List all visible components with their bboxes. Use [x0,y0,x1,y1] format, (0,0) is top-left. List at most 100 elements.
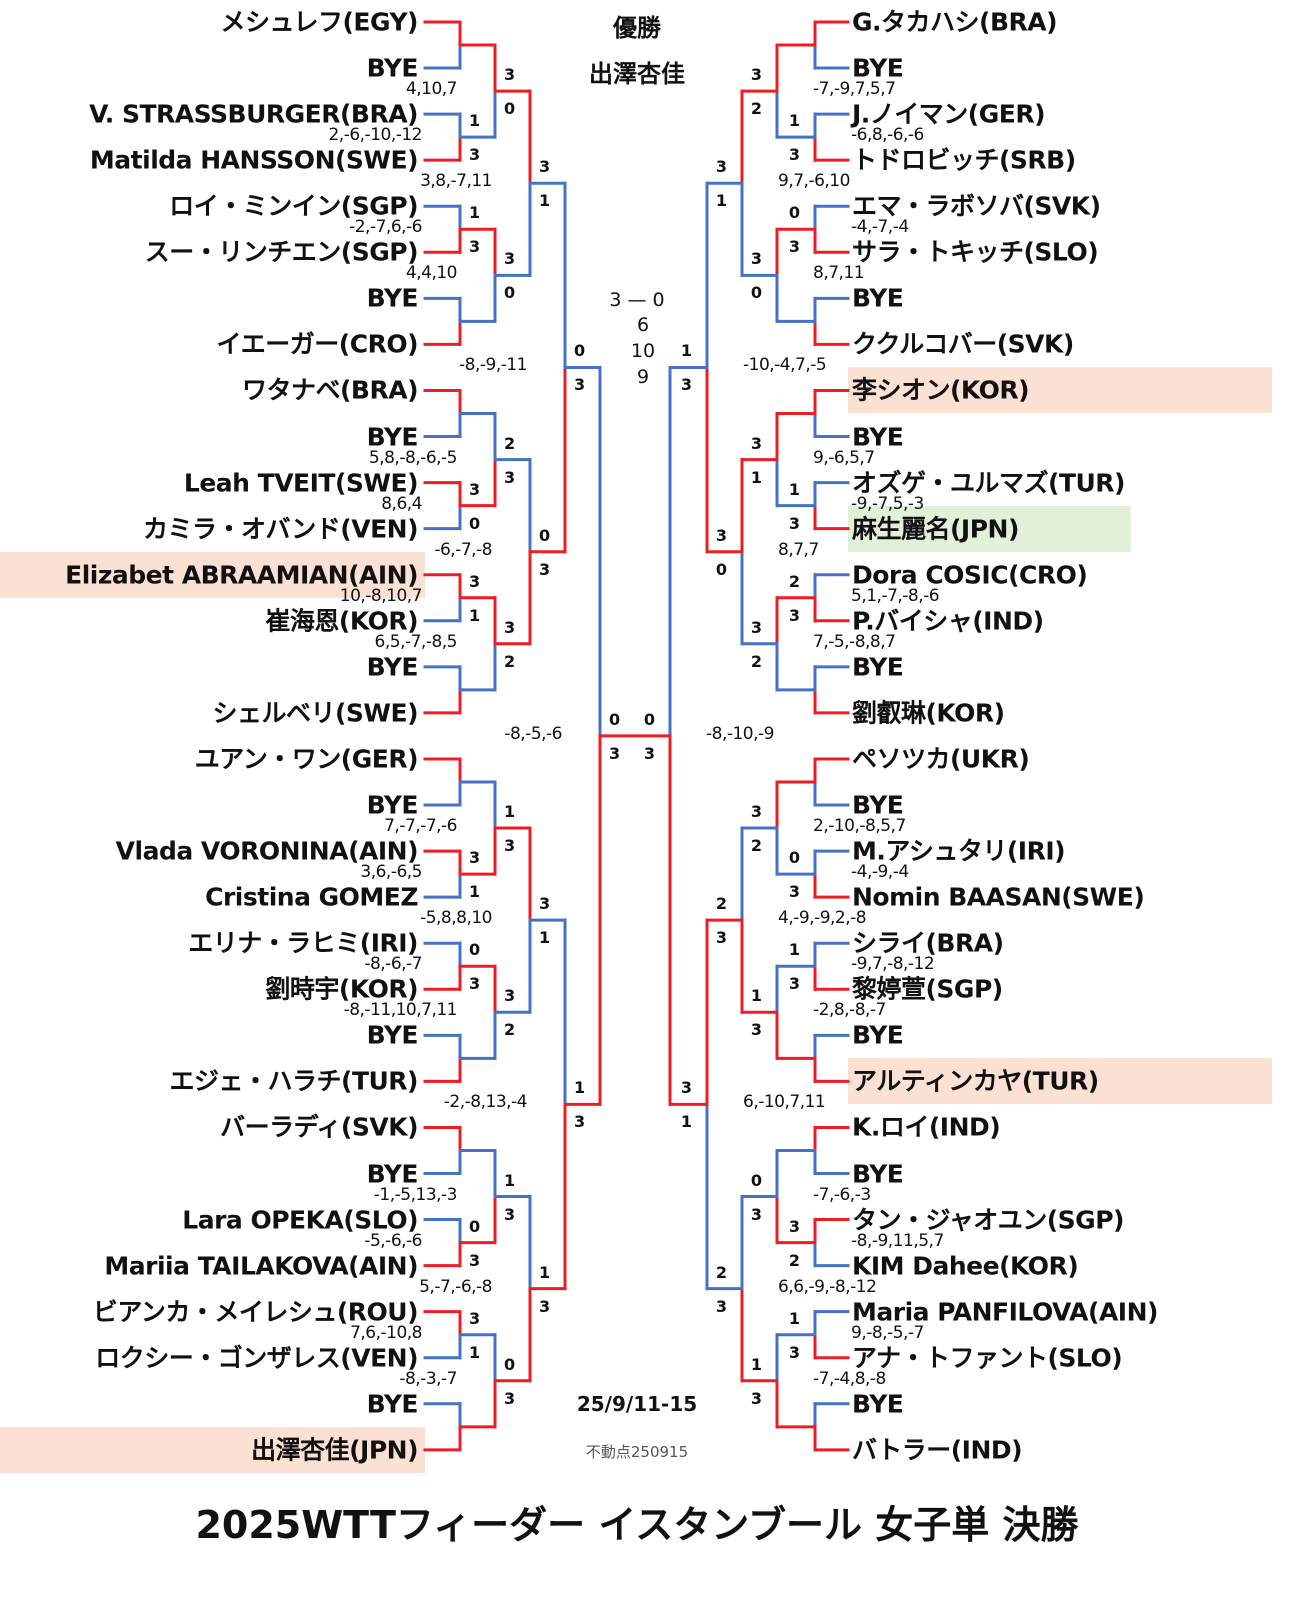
match-score-top: 1 [788,479,800,499]
match-score-top: 2 [788,571,800,591]
match-score-top: 3 [750,617,762,637]
game-scores: -8,-11,10,7,11 [343,1000,458,1021]
bye-slot: BYE [852,283,904,313]
match-score-top: 3 [469,571,481,591]
match-score-bottom: 1 [469,882,481,902]
match-score-top: 0 [504,1354,516,1374]
player-name: Mariia TAILAKOVA(AIN) [104,1251,418,1281]
match-score-bottom: 3 [504,467,516,487]
player-name: KIM Dahee(KOR) [852,1251,1079,1281]
match-score-top: 1 [469,111,481,131]
bye-slot: BYE [366,652,419,682]
champion-name: 出澤杏佳 [589,60,685,88]
match-score-bottom: 3 [574,375,586,395]
match-score-bottom: 3 [539,1296,551,1316]
match-score-top: 1 [539,1262,551,1282]
player-name: ククルコバー(SVK) [852,329,1074,359]
match-score-bottom: 0 [715,559,727,579]
bye-slot: BYE [852,790,904,820]
match-score-top: 0 [469,1216,481,1236]
player-name: 麻生麗名(JPN) [852,514,1019,544]
player-name: スー・リンチエン(SGP) [144,237,419,267]
match-score-top: 3 [469,479,481,499]
player-name: J.ノイマン(GER) [852,99,1046,129]
player-name: イエーガー(CRO) [216,329,419,359]
game-scores: 4,-9,-9,2,-8 [778,908,867,929]
player-name: エマ・ラボソバ(SVK) [852,191,1101,221]
game-scores: -2,-8,13,-4 [443,1092,528,1113]
event-dates: 25/9/11-15 [576,1392,698,1416]
bye-slot: BYE [366,1020,419,1050]
game-scores: 8,7,7 [778,539,819,560]
match-score-bottom: 1 [469,1342,481,1362]
player-name: V. STRASSBURGER(BRA) [89,99,418,129]
player-name: アルティンカヤ(TUR) [852,1066,1099,1096]
game-scores: 9,7,-6,10 [778,171,850,192]
match-score-top: 0 [788,848,800,868]
game-scores: 4,4,10 [405,263,458,284]
game-scores: -9,7,-8,-12 [851,954,935,975]
game-scores: -4,-9,-4 [851,862,909,883]
game-scores: -7,-9,7,5,7 [813,79,896,100]
bye-slot: BYE [366,53,419,83]
match-score-top: 3 [715,157,727,177]
player-name: シライ(BRA) [852,928,1004,958]
match-score-top: 2 [504,433,516,453]
game-scores: -6,8,-6,-6 [851,125,924,146]
match-score-top: 3 [469,848,481,868]
bye-slot: BYE [852,53,904,83]
player-name: ロクシー・ゴンザレス(VEN) [95,1343,418,1373]
match-score-top: 3 [504,986,516,1006]
match-score-bottom: 3 [788,145,800,165]
match-score-top: 3 [539,894,551,914]
player-name: バーラディ(SVK) [220,1112,418,1142]
match-score-top: 3 [750,65,762,85]
match-score-bottom: 3 [788,1342,800,1362]
game-scores: 3,6,-6,5 [360,862,422,883]
game-scores: 8,6,4 [381,493,422,514]
match-score-bottom: 0 [750,283,762,303]
match-score-bottom: 3 [469,974,481,994]
match-score-top: 2 [715,894,727,914]
match-score-bottom: 2 [504,651,516,671]
bye-slot: BYE [366,283,419,313]
game-scores: 5,-7,-6,-8 [419,1276,492,1297]
game-scores: 8,7,11 [813,263,865,284]
game-scores: 6,5,-7,-8,5 [374,631,458,652]
match-score-bottom: 1 [539,191,551,211]
player-highlight [0,1426,425,1473]
match-score-top: 1 [504,802,516,822]
game-scores: -1,-5,13,-3 [373,1184,458,1205]
bye-slot: BYE [366,790,419,820]
match-score-bottom: 1 [715,191,727,211]
author-stamp: 不動点250915 [585,1443,689,1461]
final-game-1: 6 [636,314,650,336]
match-score-bottom: 3 [643,743,655,763]
match-score-top: 0 [539,525,551,545]
player-name: 黎婷萱(SGP) [852,974,1003,1004]
player-name: メシュレフ(EGY) [220,7,418,37]
player-highlight [848,367,1272,414]
player-name: ビアンカ・メイレシュ(ROU) [92,1297,419,1327]
match-score-bottom: 3 [574,1112,586,1132]
bye-slot: BYE [852,1020,904,1050]
game-scores: 5,8,-8,-6,-5 [368,447,458,468]
player-name: ペソツカ(UKR) [852,744,1030,774]
match-score-bottom: 3 [750,1204,762,1224]
game-scores: 5,1,-7,-8,-6 [851,585,940,606]
game-scores: -5,8,8,10 [420,908,492,929]
match-score-bottom: 1 [539,928,551,948]
match-score-top: 1 [504,1170,516,1190]
player-name: Matilda HANSSON(SWE) [89,145,419,175]
player-highlight [0,551,425,598]
game-scores: -8,-3,-7 [399,1368,457,1389]
game-scores: -8,-9,-11 [459,355,527,376]
game-scores: 10,-8,10,7 [339,585,423,606]
match-score-top: 3 [539,157,551,177]
champion-label: 優勝 [613,14,661,42]
bye-slot: BYE [366,422,419,452]
match-score-top: 0 [788,203,800,223]
match-score-top: 0 [643,709,655,729]
